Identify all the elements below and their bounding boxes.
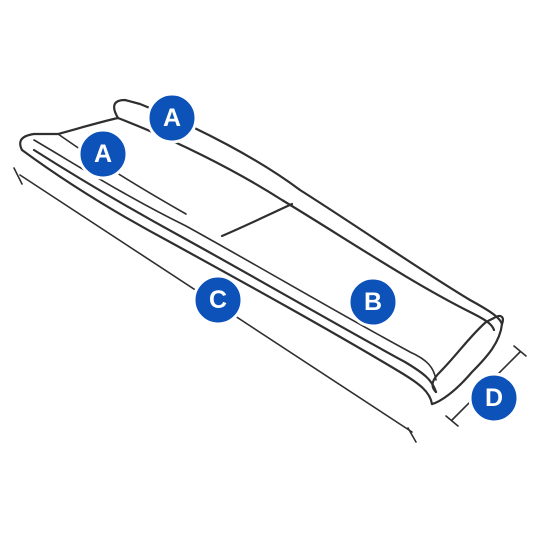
callout-d-label: D — [485, 384, 503, 412]
length-dimension-tick-start — [13, 167, 23, 185]
width-dimension-tick-end — [513, 345, 527, 357]
ramp-front-rail-outer — [20, 148, 434, 406]
callout-c: C — [192, 274, 244, 326]
callout-a-side-badge — [77, 128, 129, 180]
callout-b-label: B — [364, 288, 382, 316]
ramp-back-rail-inner — [116, 116, 496, 332]
callout-a-side: A — [77, 128, 129, 180]
callout-b: B — [347, 276, 399, 328]
ramp-front-rail-inner — [32, 148, 438, 394]
callout-d: D — [468, 372, 520, 424]
ramp-back-rail-outer — [113, 98, 504, 326]
ramp-top-end-cap — [19, 116, 120, 152]
callout-c-label: C — [209, 286, 227, 314]
callout-a-top: A — [146, 92, 198, 144]
callout-a-top-badge — [146, 92, 198, 144]
width-dimension-tick-start — [445, 415, 459, 427]
callout-d-badge — [468, 372, 520, 424]
length-dimension-tick-end — [407, 427, 417, 443]
ramp-panel-seam — [220, 202, 294, 238]
callout-b-badge — [347, 276, 399, 328]
callout-c-badge — [192, 274, 244, 326]
callout-a-top-label: A — [163, 104, 181, 132]
callout-a-side-label: A — [94, 140, 112, 168]
ramp-bottom-end-cap — [430, 314, 504, 406]
